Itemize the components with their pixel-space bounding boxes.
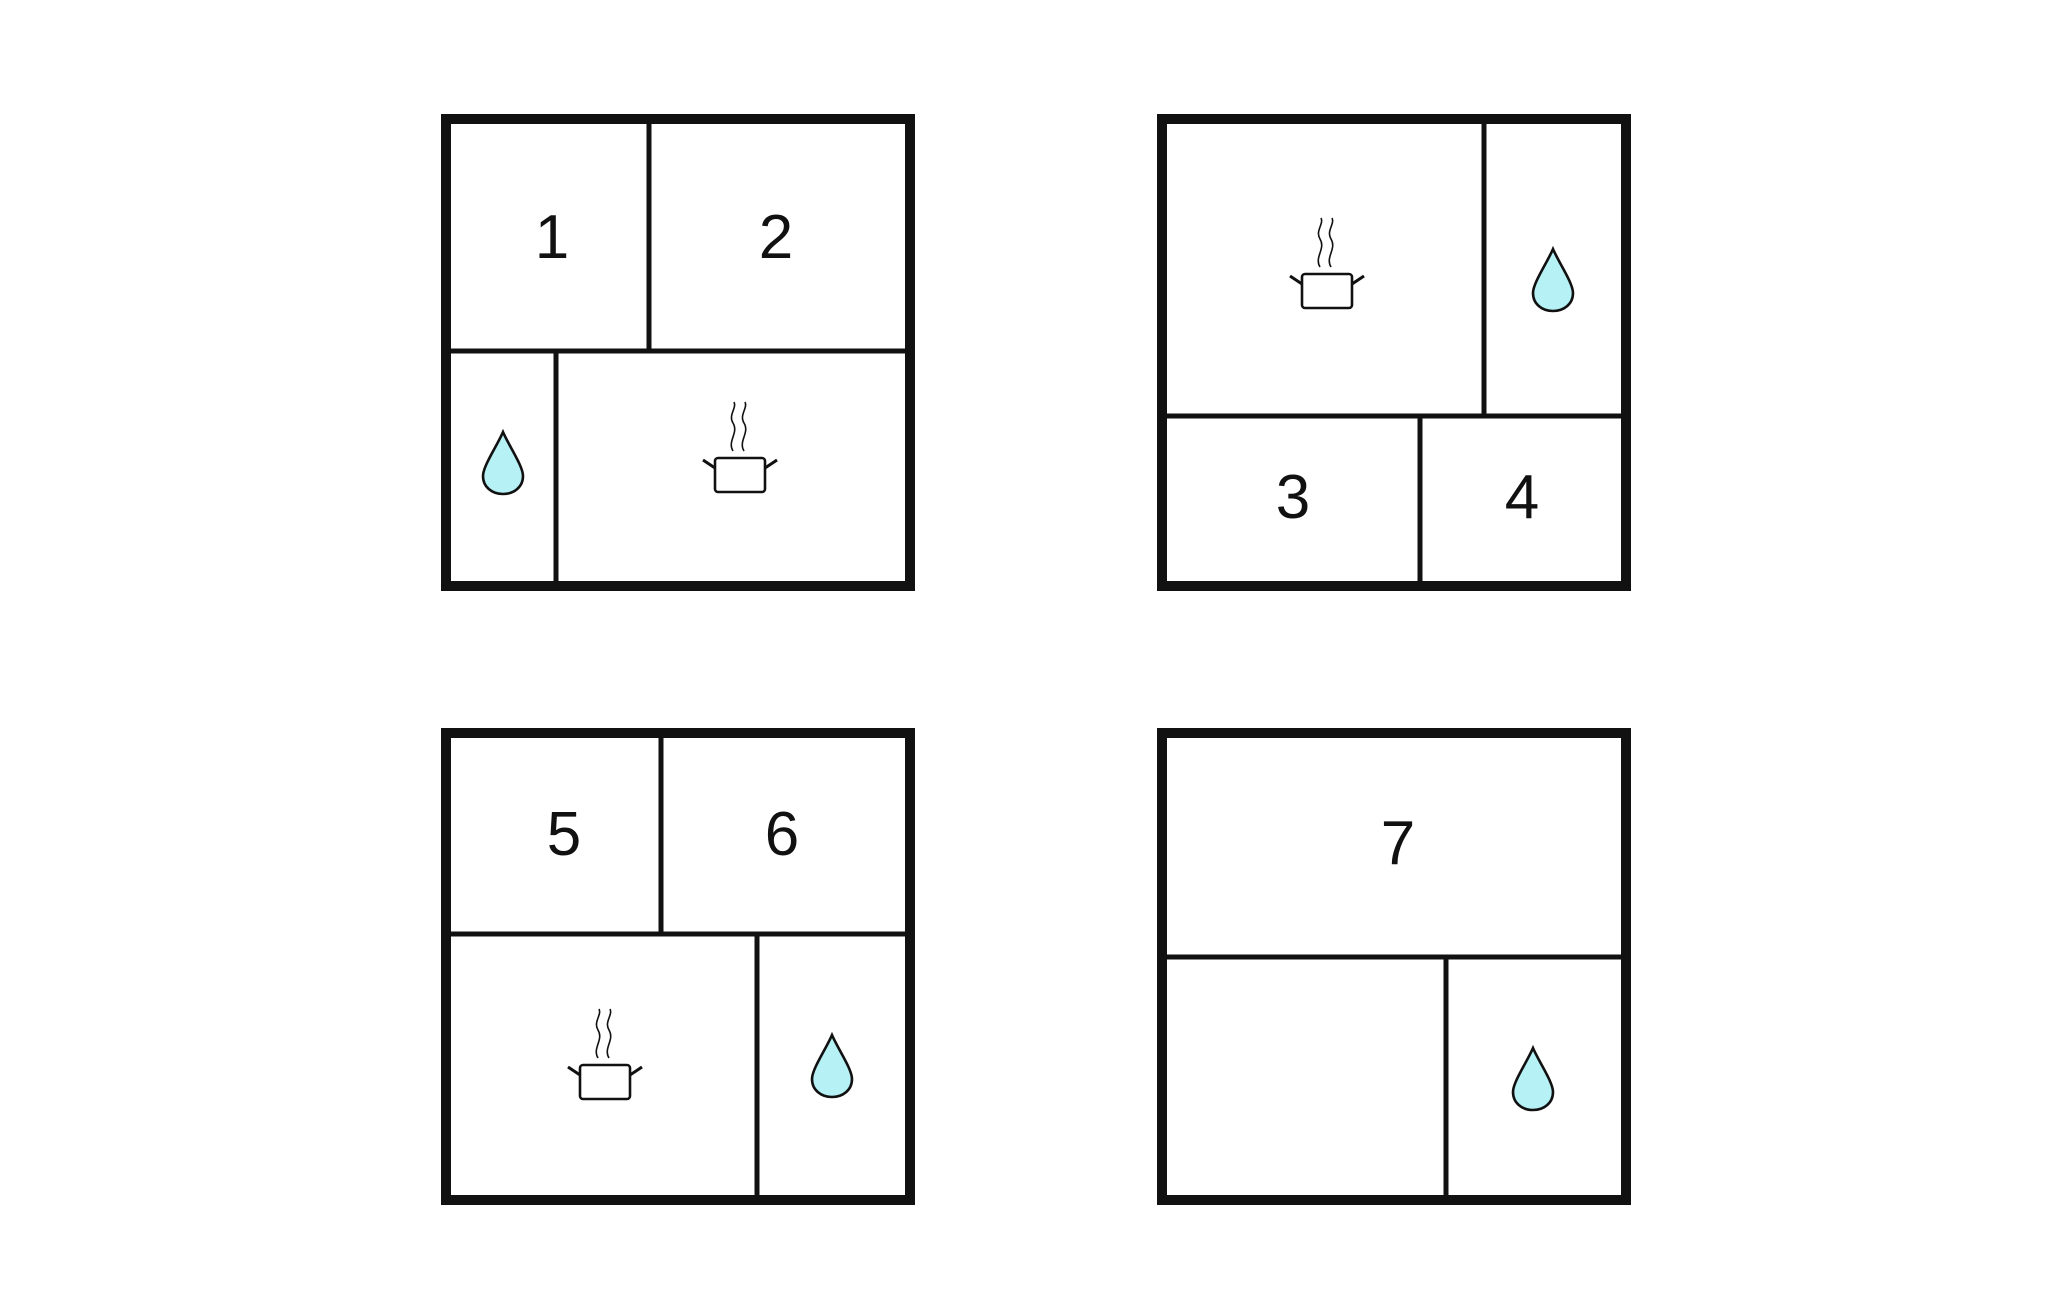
room: 7 bbox=[1381, 809, 1415, 878]
room-label: 1 bbox=[535, 203, 569, 272]
water-drop-icon bbox=[1531, 247, 1575, 313]
plan-outer-wall bbox=[441, 728, 915, 1205]
room bbox=[1531, 247, 1575, 313]
room bbox=[810, 1033, 854, 1099]
floor-plan-2: 3 4 bbox=[1157, 114, 1631, 591]
water-drop-icon bbox=[481, 430, 525, 496]
plan-outer-wall bbox=[1157, 114, 1631, 591]
room-label: 5 bbox=[547, 800, 581, 869]
steaming-pot-icon bbox=[566, 1007, 644, 1101]
room-label: 7 bbox=[1381, 809, 1415, 878]
room: 2 bbox=[759, 203, 793, 272]
room bbox=[481, 430, 525, 496]
room: 3 bbox=[1276, 463, 1310, 532]
floor-plan-4: 7 bbox=[1157, 728, 1631, 1205]
room: 5 bbox=[547, 800, 581, 869]
steaming-pot-icon bbox=[1288, 216, 1366, 310]
room-label: 4 bbox=[1505, 463, 1539, 532]
water-drop-icon bbox=[810, 1033, 854, 1099]
room-label: 3 bbox=[1276, 463, 1310, 532]
room bbox=[1288, 216, 1366, 310]
steaming-pot-icon bbox=[701, 400, 779, 494]
room bbox=[566, 1007, 644, 1101]
room: 1 bbox=[535, 203, 569, 272]
room: 6 bbox=[765, 800, 799, 869]
room: 4 bbox=[1505, 463, 1539, 532]
water-drop-icon bbox=[1511, 1046, 1555, 1112]
floor-plan-1: 1 2 bbox=[441, 114, 915, 591]
room bbox=[1511, 1046, 1555, 1112]
room bbox=[701, 400, 779, 494]
room-label: 6 bbox=[765, 800, 799, 869]
floor-plan-3: 5 6 bbox=[441, 728, 915, 1205]
room-label: 2 bbox=[759, 203, 793, 272]
plan-outer-wall bbox=[1157, 728, 1631, 1205]
